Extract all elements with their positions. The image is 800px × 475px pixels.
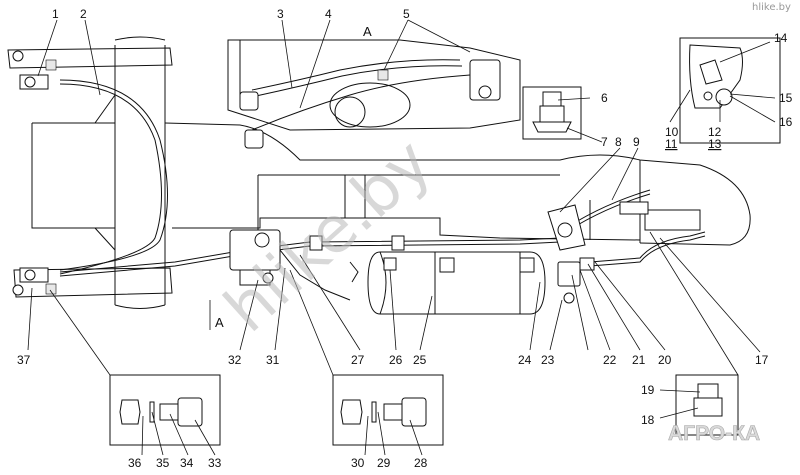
watermark-corner: hlike.by (752, 2, 791, 13)
callout-33: 33 (208, 456, 222, 470)
callout-5: 5 (403, 7, 410, 21)
callout-37: 37 (17, 353, 31, 367)
callout-16: 16 (779, 115, 793, 129)
callout-23: 23 (541, 353, 555, 367)
callout-10: 10 (665, 125, 679, 139)
callout-26: 26 (389, 353, 403, 367)
callout-13: 13 (708, 137, 722, 151)
leader-lines (27, 19, 776, 456)
view-a-label-bottom: A (215, 315, 224, 330)
callout-28: 28 (414, 456, 428, 470)
callout-6: 6 (601, 91, 608, 105)
callout-9: 9 (633, 135, 640, 149)
brake-valve-cluster (229, 229, 405, 286)
coupling-head-upper (12, 50, 57, 90)
brake-chamber (547, 201, 649, 251)
callout-22: 22 (603, 353, 617, 367)
callout-24: 24 (518, 353, 532, 367)
detail-box-middle (332, 374, 444, 446)
view-a-label-top: A (363, 24, 372, 39)
callout-25: 25 (413, 353, 427, 367)
callout-20: 20 (658, 353, 672, 367)
callout-7: 7 (601, 135, 608, 149)
callout-15: 15 (779, 91, 793, 105)
callout-31: 31 (266, 353, 280, 367)
callout-11: 11 (665, 137, 678, 151)
callout-29: 29 (377, 456, 391, 470)
callout-2: 2 (80, 7, 87, 21)
callout-14: 14 (774, 31, 788, 45)
callout-18: 18 (641, 413, 655, 427)
callout-36: 36 (128, 456, 142, 470)
callout-30: 30 (351, 456, 365, 470)
callout-8: 8 (615, 135, 622, 149)
callout-21: 21 (632, 353, 646, 367)
detail-sensor (522, 86, 582, 140)
callout-4: 4 (325, 7, 332, 21)
detail-bracket (679, 37, 781, 144)
coupling-head-lower (12, 267, 57, 296)
callout-34: 34 (180, 456, 194, 470)
brand-logo: АГРО-КА (668, 422, 760, 445)
air-receiver (367, 251, 546, 315)
callout-35: 35 (156, 456, 170, 470)
callout-32: 32 (228, 353, 242, 367)
callout-3: 3 (277, 7, 284, 21)
callout-numbers: 1 2 3 4 5 6 7 8 9 10 11 12 13 14 15 16 1… (17, 7, 793, 470)
detail-box-right (675, 374, 739, 436)
callout-1: 1 (52, 7, 59, 21)
callout-12: 12 (708, 125, 722, 139)
callout-17: 17 (755, 353, 769, 367)
callout-27: 27 (351, 353, 365, 367)
view-a-inset (227, 39, 521, 149)
callout-19: 19 (641, 383, 655, 397)
drain-valve (557, 257, 595, 304)
